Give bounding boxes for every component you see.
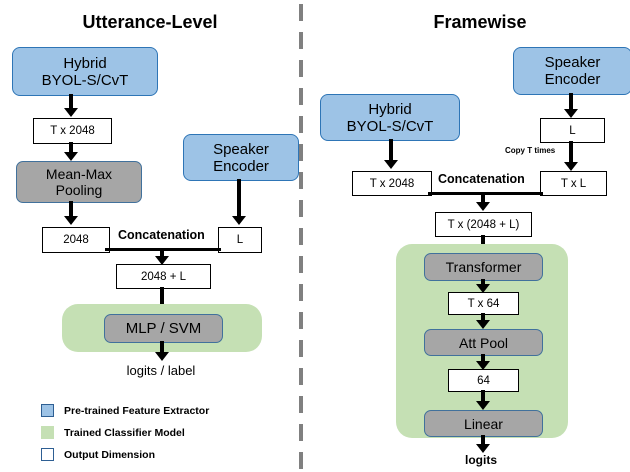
right-arrow-linear-to-output-shaft [481, 435, 485, 447]
left-panel-title: Utterance-Level [82, 12, 218, 32]
right-dim-Tx64: T x 64 [448, 292, 519, 315]
right-concat-bus [428, 192, 543, 195]
right-arrow-linear-to-output-head [476, 444, 490, 453]
right-dim-64: 64 [448, 369, 519, 392]
left-arrow-hybrid-to-t2048-head [64, 108, 78, 117]
right-arrow-L-to-TxL-shaft [569, 141, 573, 165]
legend-item-trained-classifier: Trained Classifier Model [41, 426, 185, 439]
left-dim-t-2048: T x 2048 [33, 118, 112, 144]
right-arrow-concat-to-sum-shaft [481, 192, 485, 204]
legend-item-pretrained: Pre-trained Feature Extractor [41, 404, 209, 417]
right-linear-block: Linear [424, 410, 543, 437]
right-dim-L: L [540, 118, 605, 143]
left-pooling-line1: Mean-Max [45, 166, 113, 182]
left-arrow-speaker-to-L-shaft [237, 179, 241, 219]
legend-swatch-pretrained [41, 404, 54, 417]
left-arrow-pool-to-2048-shaft [69, 201, 73, 218]
legend-item-output-dimension: Output Dimension [41, 448, 155, 461]
right-arrow-attpool-to-64-shaft [481, 354, 485, 364]
right-arrow-speaker-to-L-shaft [569, 93, 573, 111]
right-arrow-hybrid-to-t2048-shaft [389, 139, 393, 163]
right-speaker-encoder: Speaker Encoder [513, 47, 630, 95]
right-concatenation-label: Concatenation [438, 172, 525, 186]
left-concatenation-label: Concatenation [118, 228, 205, 242]
right-output-label: logits [465, 453, 497, 467]
right-arrow-sum-to-transformer-shaft [481, 235, 485, 251]
right-dim-T-2048-plus-L: T x (2048 + L) [435, 212, 532, 237]
panel-divider [299, 4, 303, 470]
left-speaker-line2: Encoder [213, 157, 269, 175]
right-arrow-hybrid-to-t2048-head [384, 160, 398, 169]
left-hybrid-line1: Hybrid [63, 54, 107, 72]
right-copy-t-times-label: Copy T times [505, 146, 556, 155]
right-speaker-line1: Speaker [544, 54, 601, 71]
right-att-pool-block: Att Pool [424, 329, 543, 356]
right-hybrid-feature-extractor: Hybrid BYOL-S/CvT [320, 94, 460, 141]
left-output-label: logits / label [126, 363, 196, 378]
right-arrow-concat-to-sum-head [476, 202, 490, 211]
left-arrow-t2048-to-pool-head [64, 152, 78, 161]
left-speaker-line1: Speaker [213, 140, 269, 158]
right-dim-t-2048: T x 2048 [352, 171, 432, 196]
legend-label-trained-classifier: Trained Classifier Model [64, 426, 185, 439]
right-arrow-tx64-to-attpool-shaft [481, 313, 485, 323]
left-arrow-concat-to-sum-head [155, 256, 169, 265]
legend-swatch-output-dimension [41, 448, 54, 461]
right-speaker-line2: Encoder [544, 71, 601, 88]
left-arrow-classifier-to-output-shaft [160, 341, 164, 355]
left-dim-2048-plus-L: 2048 + L [116, 264, 211, 289]
right-arrow-transformer-to-tx64-shaft [481, 279, 485, 287]
left-hybrid-line2: BYOL-S/CvT [41, 71, 129, 89]
left-arrow-classifier-to-output-head [155, 352, 169, 361]
right-arrow-tx64-to-attpool-head [476, 320, 490, 329]
legend-swatch-trained-classifier [41, 426, 54, 439]
right-hybrid-line1: Hybrid [368, 100, 412, 118]
left-arrow-pool-to-2048-head [64, 216, 78, 225]
left-arrow-hybrid-to-t2048-shaft [69, 94, 73, 110]
right-hybrid-line2: BYOL-S/CvT [346, 117, 434, 135]
left-hybrid-feature-extractor: Hybrid BYOL-S/CvT [12, 47, 158, 96]
right-dim-TxL: T x L [540, 171, 607, 196]
left-speaker-encoder: Speaker Encoder [183, 134, 299, 181]
left-arrow-speaker-to-L-head [232, 216, 246, 225]
left-dim-L: L [218, 227, 262, 253]
right-arrow-speaker-to-L-head [564, 109, 578, 118]
right-arrow-attpool-to-64-head [476, 361, 490, 370]
right-panel-title: Framewise [433, 12, 527, 32]
left-arrow-t2048-to-pool-shaft [69, 142, 73, 154]
left-arrow-sum-to-classifier-shaft [160, 287, 164, 311]
right-arrow-64-to-linear-head [476, 401, 490, 410]
legend-label-pretrained: Pre-trained Feature Extractor [64, 404, 210, 417]
left-classifier-mlp-svm: MLP / SVM [104, 314, 223, 343]
left-arrow-concat-to-sum-shaft [160, 248, 164, 258]
right-arrow-transformer-to-tx64-head [476, 284, 490, 293]
right-arrow-64-to-linear-shaft [481, 390, 485, 404]
left-pooling-line2: Pooling [55, 182, 103, 198]
left-mean-max-pooling: Mean-Max Pooling [16, 161, 142, 203]
legend-label-output-dimension: Output Dimension [64, 448, 155, 461]
right-transformer-block: Transformer [424, 253, 543, 281]
right-arrow-L-to-TxL-head [564, 162, 578, 171]
left-dim-2048: 2048 [42, 227, 110, 253]
